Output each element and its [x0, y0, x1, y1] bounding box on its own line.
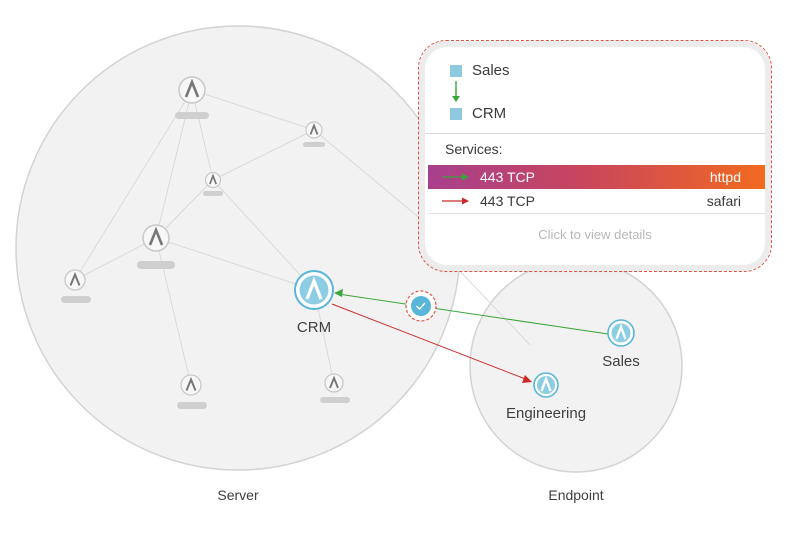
service-process: safari — [706, 193, 741, 209]
services-divider — [428, 213, 765, 214]
inbound-arrowhead — [334, 289, 343, 297]
server-node-3[interactable] — [203, 171, 223, 197]
server-node-1[interactable] — [175, 76, 209, 119]
server-group-circle[interactable] — [15, 25, 461, 471]
service-port: 443 TCP — [480, 169, 535, 185]
popup-target-label: CRM — [472, 105, 507, 122]
popup-divider — [425, 133, 765, 134]
outbound-connection-line[interactable] — [331, 303, 529, 381]
server-node-7[interactable] — [320, 373, 350, 403]
popup-source: Sales — [450, 62, 510, 79]
check-icon — [416, 302, 426, 311]
sales-node[interactable] — [607, 319, 635, 347]
outbound-arrowhead — [522, 375, 532, 383]
popup-target: CRM — [450, 105, 506, 122]
crm-node-label: CRM — [296, 319, 332, 336]
view-details-link[interactable]: Click to view details — [538, 227, 652, 242]
engineering-node-label: Engineering — [505, 405, 587, 422]
node-square-icon — [450, 107, 462, 120]
service-process: httpd — [709, 169, 741, 185]
server-node-6[interactable] — [177, 374, 207, 409]
arrow-right-icon — [442, 173, 469, 181]
popup-header: Sales CRM — [425, 47, 765, 133]
connection-badge[interactable] — [411, 296, 431, 316]
inbound-connection-line[interactable] — [337, 293, 609, 335]
server-group-label: Server — [217, 487, 259, 503]
server-node-2[interactable] — [303, 121, 325, 147]
service-port: 443 TCP — [480, 193, 535, 209]
engineering-node[interactable] — [533, 372, 559, 398]
server-node-5[interactable] — [61, 269, 91, 303]
service-row[interactable]: 443 TCP safari — [428, 189, 765, 213]
service-row[interactable]: 443 TCP httpd — [428, 165, 765, 189]
popup-source-label: Sales — [472, 62, 510, 79]
crm-node[interactable] — [294, 270, 334, 310]
services-heading: Services: — [445, 141, 503, 157]
node-square-icon — [450, 64, 462, 77]
server-node-4[interactable] — [137, 224, 175, 269]
arrow-right-icon — [442, 197, 469, 205]
endpoint-group-label: Endpoint — [548, 487, 604, 503]
popup-selection-ring — [418, 40, 772, 272]
arrow-down-icon — [452, 81, 460, 102]
sales-node-label: Sales — [602, 353, 640, 370]
connection-popup: Sales CRM Services: 443 TCP httpd 443 TC… — [425, 47, 765, 265]
endpoint-group-circle[interactable] — [469, 259, 683, 473]
